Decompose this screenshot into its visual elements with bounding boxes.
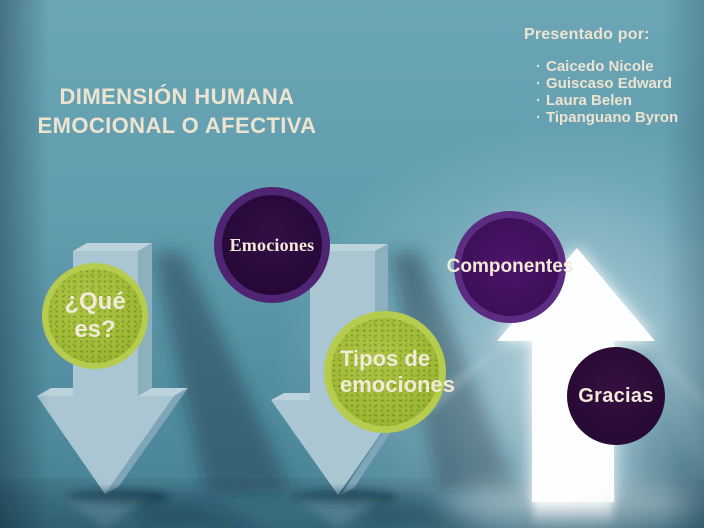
bullet-icon: · (536, 92, 541, 109)
list-item: · Laura Belen (536, 92, 678, 109)
topic-node-que-es[interactable]: ¿Qué es? (42, 263, 148, 369)
node-label-line: Emociones (229, 234, 315, 255)
node-label-line: Componentes (446, 256, 574, 277)
topic-node-componentes[interactable]: Componentes (447, 211, 573, 323)
node-label: ¿Qué es? (64, 288, 125, 344)
node-label: Tipos de emociones (331, 346, 455, 398)
presenter-name: Guiscaso Edward (546, 75, 672, 92)
presenter-name: Caicedo Nicole (546, 58, 654, 75)
topic-node-emociones[interactable]: Emociones (214, 187, 330, 303)
list-item: · Guiscaso Edward (536, 75, 678, 92)
floor-reflections (60, 490, 482, 528)
page-title: DIMENSIÓN HUMANA EMOCIONAL O AFECTIVA (21, 82, 333, 140)
presenter-name: Tipanguano Byron (546, 109, 679, 126)
bullet-icon: · (536, 109, 541, 126)
presenter-name: Laura Belen (546, 92, 632, 109)
node-label: Componentes (447, 256, 574, 278)
topic-node-gracias[interactable]: Gracias (567, 347, 665, 445)
bullet-icon: · (536, 58, 541, 75)
title-line-2: EMOCIONAL O AFECTIVA (37, 113, 317, 138)
list-item: · Tipanguano Byron (536, 109, 678, 126)
node-label: Gracias (578, 385, 654, 408)
node-label-line: emociones (340, 372, 455, 397)
bullet-icon: · (536, 75, 541, 92)
topic-node-tipos-de-emociones[interactable]: Tipos de emociones (324, 311, 455, 433)
node-label-line: Gracias (578, 384, 654, 407)
presenters-heading: Presentado por: (524, 26, 650, 43)
presenters-block: Presentado por: · Caicedo Nicole · Guiscas… (524, 26, 678, 126)
node-label-line: es? (74, 316, 116, 343)
list-item: · Caicedo Nicole (536, 58, 678, 75)
presenters-list: · Caicedo Nicole · Guiscaso Edward · Laura … (524, 58, 678, 126)
node-label-line: Tipos de (340, 346, 431, 371)
title-line-1: DIMENSIÓN HUMANA (59, 84, 295, 109)
node-label: Emociones (230, 235, 315, 256)
node-label-line: ¿Qué (64, 288, 126, 315)
